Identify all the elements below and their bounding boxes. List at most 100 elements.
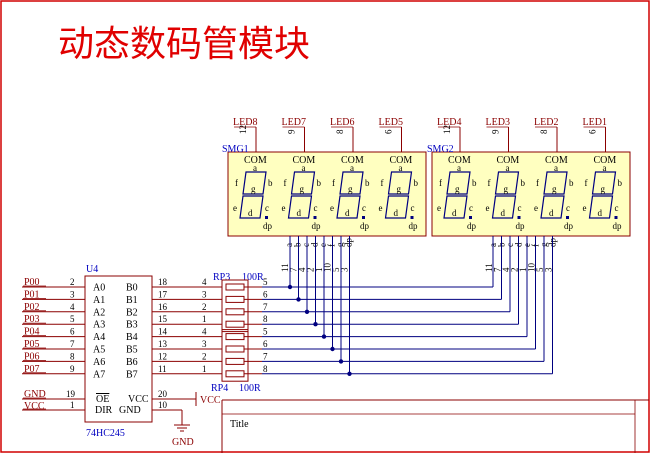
chip-right-pin-name: B7 bbox=[126, 369, 138, 380]
segment-d-label: d bbox=[248, 208, 253, 218]
segment-pin-name: d bbox=[310, 242, 320, 247]
segment-d-label: d bbox=[549, 208, 554, 218]
segment-c-label: c bbox=[362, 203, 366, 213]
segment-g-label: g bbox=[300, 184, 305, 194]
rpack-pin-num: 7 bbox=[263, 302, 268, 312]
segment-f-label: f bbox=[235, 178, 238, 188]
digit-upper-segments bbox=[494, 171, 520, 195]
chip-right-pin-num: 16 bbox=[158, 302, 168, 312]
segment-d-label: d bbox=[501, 208, 506, 218]
resistor-element bbox=[225, 333, 245, 341]
segment-pin-num: 2 bbox=[306, 268, 316, 273]
segment-b-label: b bbox=[414, 178, 419, 188]
rpack-outline bbox=[221, 329, 249, 382]
segment-pin-num: 11 bbox=[280, 263, 290, 272]
segment-b-label: b bbox=[569, 178, 574, 188]
chip-left-pin-num: 5 bbox=[70, 314, 75, 324]
rp3-value: 100R bbox=[242, 272, 264, 283]
segment-c-label: c bbox=[314, 203, 318, 213]
chip-right-pin-name: B5 bbox=[126, 345, 138, 356]
rpack-pin-num: 5 bbox=[263, 277, 268, 287]
chip-left-pin-name: A3 bbox=[93, 320, 105, 331]
digit-lower-segments bbox=[239, 195, 264, 219]
com-pin-num: 9 bbox=[491, 129, 501, 134]
rpack-pin-num: 8 bbox=[263, 364, 268, 374]
gnd-symbol bbox=[174, 410, 190, 432]
digit-upper-segments bbox=[387, 171, 413, 195]
segment-f-label: f bbox=[488, 178, 491, 188]
segment-dp-label: dp bbox=[263, 221, 273, 231]
segment-e-label: e bbox=[486, 203, 490, 213]
segment-pin-num: 4 bbox=[501, 267, 511, 272]
segment-g-label: g bbox=[601, 184, 606, 194]
segment-g-label: g bbox=[455, 184, 460, 194]
junction-dot bbox=[296, 297, 301, 302]
segment-g-label: g bbox=[397, 184, 402, 194]
segment-dp-label: dp bbox=[564, 221, 574, 231]
digit-lower-segments bbox=[443, 195, 468, 219]
chip-right-pin-name: B0 bbox=[126, 283, 138, 294]
gnd-symbol-label: GND bbox=[172, 437, 194, 448]
digit-com-label: COM bbox=[293, 155, 316, 166]
chip-right-pin-num: 14 bbox=[158, 327, 168, 337]
digit-com-label: COM bbox=[545, 155, 568, 166]
gnd-net-label: GND bbox=[24, 389, 46, 400]
segment-d-label: d bbox=[394, 208, 399, 218]
decimal-point-dot bbox=[517, 216, 521, 219]
chip-right-pin-num: 15 bbox=[158, 314, 168, 324]
chip-left-pin-name: A4 bbox=[93, 332, 105, 343]
led-net-label: LED6 bbox=[330, 117, 354, 128]
segment-pin-num: 10 bbox=[323, 263, 333, 273]
junction-dots bbox=[287, 284, 352, 376]
port-net-label: P02 bbox=[24, 302, 40, 313]
rpack-pin-num: 3 bbox=[202, 289, 207, 299]
digit-upper-segments bbox=[446, 171, 471, 195]
chip-left-pin-name: A6 bbox=[93, 357, 105, 368]
dir-pin-num: 1 bbox=[70, 400, 75, 410]
led-net-label: LED4 bbox=[437, 117, 461, 128]
segment-d-label: d bbox=[345, 208, 350, 218]
smg1-ref: SMG1 bbox=[222, 144, 249, 155]
segment-a-label: a bbox=[253, 163, 257, 173]
chip-u4: U4 74HC245 2A0P003A1P014A2P025A3P036A4P0… bbox=[22, 264, 222, 448]
chip-left-pin-num: 9 bbox=[70, 364, 75, 374]
port-net-label: P04 bbox=[24, 327, 40, 338]
com-pin-num: 12 bbox=[442, 125, 452, 134]
led-net-label: LED5 bbox=[379, 117, 403, 128]
segment-d-label: d bbox=[452, 208, 457, 218]
decimal-point-dot bbox=[265, 216, 268, 219]
title-block: Title bbox=[221, 399, 649, 453]
junction-dot bbox=[338, 359, 344, 364]
segment-dp-label: dp bbox=[360, 221, 370, 231]
segment-pin-name: b bbox=[293, 242, 303, 247]
junction-dot bbox=[313, 322, 318, 327]
segment-e-label: e bbox=[583, 203, 587, 213]
segment-dp-label: dp bbox=[516, 221, 526, 231]
port-net-label: P00 bbox=[24, 277, 40, 288]
chip-right-pin-num: 12 bbox=[158, 351, 167, 361]
chip-left-pin-num: 3 bbox=[70, 289, 75, 299]
chip-left-pin-name: A5 bbox=[93, 345, 105, 356]
segment-g-label: g bbox=[348, 184, 353, 194]
segment-pin-name: dp bbox=[344, 238, 354, 248]
chip-left-pin-num: 7 bbox=[70, 339, 75, 349]
chip-right-pin-num: 17 bbox=[158, 289, 168, 299]
port-net-label: P05 bbox=[24, 339, 40, 350]
segment-a-label: a bbox=[399, 163, 403, 173]
chip-right-pin-name: B4 bbox=[126, 332, 138, 343]
segment-pin-name: f bbox=[327, 244, 337, 247]
segment-c-label: c bbox=[615, 203, 619, 213]
decimal-point-dot bbox=[362, 216, 365, 219]
com-pin-num: 9 bbox=[287, 129, 297, 134]
rpack-pin-num: 4 bbox=[202, 277, 207, 287]
segment-b-label: b bbox=[268, 178, 273, 188]
vcc-pin-num: 20 bbox=[158, 389, 168, 399]
segment-pin-name: c bbox=[301, 243, 311, 247]
rpack-pin-num: 2 bbox=[202, 351, 207, 361]
rpack-pin-num: 7 bbox=[263, 351, 268, 361]
port-net-label: P01 bbox=[24, 289, 40, 300]
segment-f-label: f bbox=[284, 178, 287, 188]
